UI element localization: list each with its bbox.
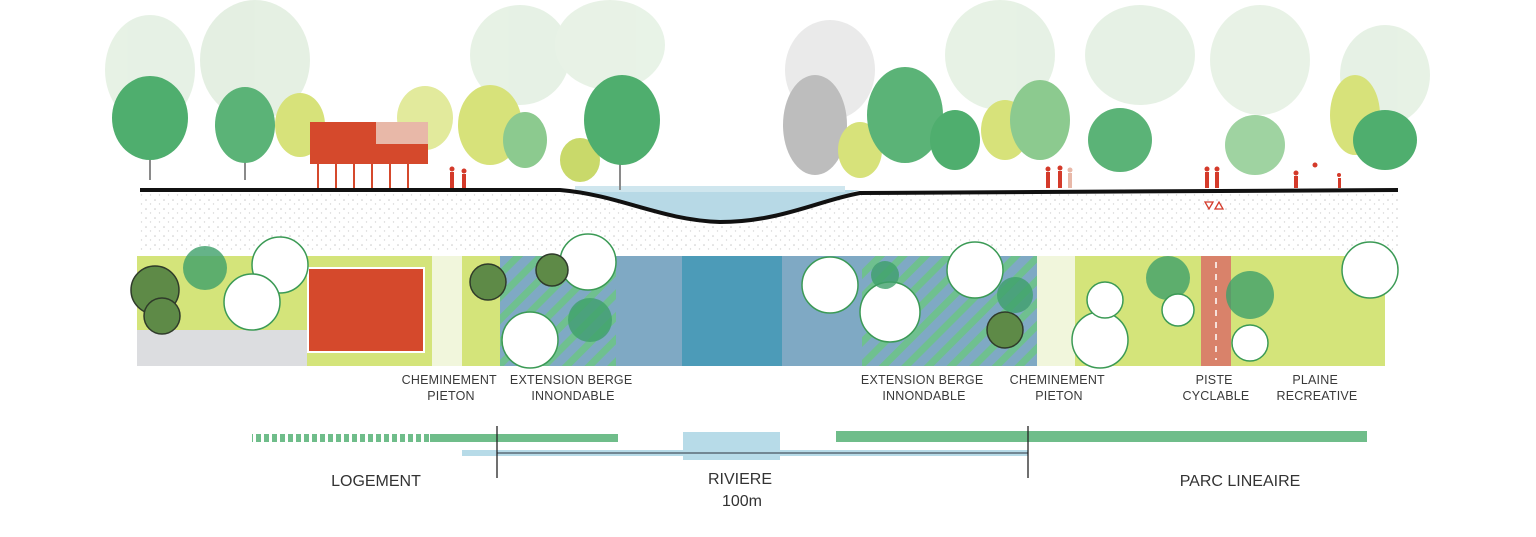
zone-bars [252, 426, 1367, 478]
river-water-section [565, 190, 860, 222]
bar-housing-dashed [252, 434, 430, 442]
label-cheminement-pieton-right: CHEMINEMENT PIETON [1010, 373, 1109, 403]
plan-pavement [137, 330, 307, 366]
trees-background [105, 0, 1430, 125]
people-figures [449, 162, 1341, 188]
label-plaine-recreative: PLAINE RECREATIVE [1277, 373, 1358, 403]
bike-direction-markers [1203, 200, 1225, 211]
plan-tree-canopies [130, 233, 1399, 369]
housing-building-section [310, 122, 428, 190]
label-piste-cyclable: PISTE CYCLABLE [1183, 373, 1250, 403]
zone-label-parc-lineaire: PARC LINEAIRE [1180, 473, 1301, 490]
soil-band [140, 190, 1398, 252]
plan-housing [307, 267, 425, 353]
zone-label-riviere: RIVIERE [708, 471, 772, 488]
ground-profile-line [140, 188, 1399, 225]
plan-water-light-left [616, 256, 682, 366]
river-water-surface [575, 186, 845, 192]
plan-view [130, 233, 1399, 369]
plan-labels: CHEMINEMENT PIETON EXTENSION BERGE INNON… [402, 373, 1358, 403]
zone-label-logement: LOGEMENT [331, 473, 421, 490]
label-extension-berge-left: EXTENSION BERGE INNONDABLE [510, 373, 636, 403]
bar-green-right [836, 431, 1367, 442]
plan-path-right [1037, 256, 1075, 366]
label-cheminement-pieton-left: CHEMINEMENT PIETON [402, 373, 501, 403]
zone-labels: LOGEMENT RIVIERE 100m PARC LINEAIRE [331, 471, 1300, 510]
bar-green-left [430, 434, 618, 442]
plan-river [682, 256, 782, 366]
plan-path-left [432, 256, 462, 366]
label-extension-berge-right: EXTENSION BERGE INNONDABLE [861, 373, 987, 403]
zone-label-width: 100m [722, 493, 762, 510]
section-view [105, 0, 1430, 252]
